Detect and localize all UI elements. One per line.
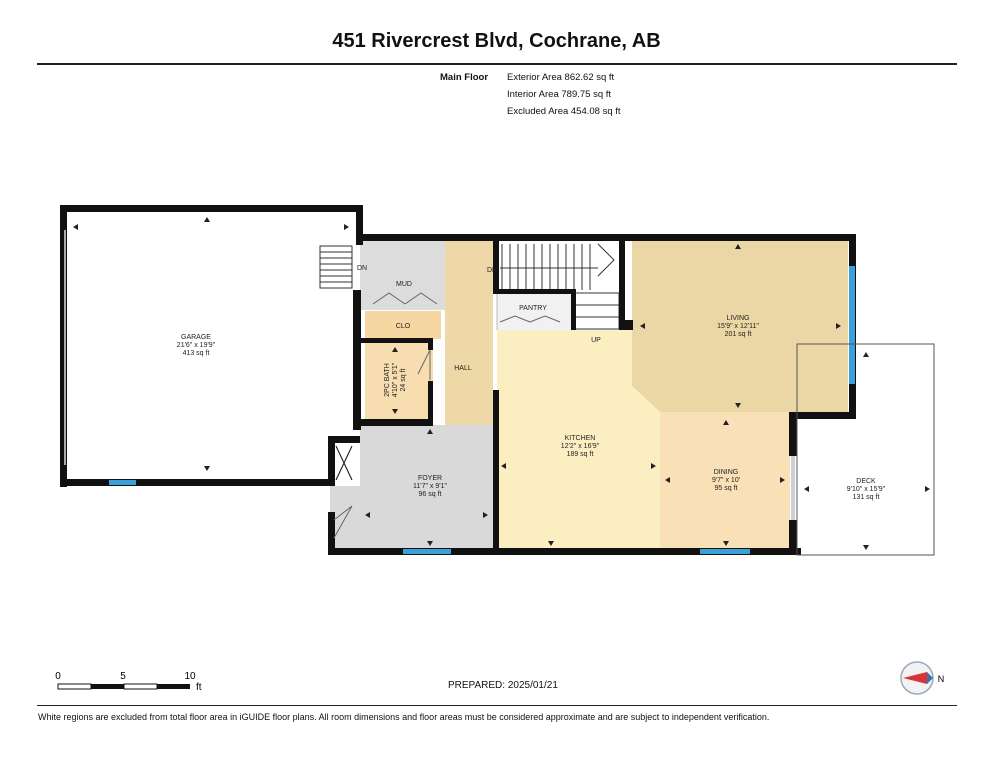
living-floor [632,240,848,412]
stairs-up-label: UP [591,337,601,344]
floor-label: Main Floor [440,72,489,83]
excluded-area: Excluded Area 454.08 sq ft [507,106,621,117]
title-divider [37,63,957,65]
bath-dims: 4'10" x 5'1" [392,362,399,397]
pantry-floor [497,294,571,330]
bath-name: 2PC BATH [384,363,391,397]
closet-floor [365,311,441,339]
bath-floor [365,342,433,419]
foyer-floor [360,425,493,549]
deck-name: DECK [856,478,876,485]
page-title: 451 Rivercrest Blvd, Cochrane, AB [332,30,661,52]
dining-floor [660,412,790,549]
deck-outline [796,343,935,556]
stairs-down-label-2: DN [487,267,497,274]
living-name: LIVING [727,315,750,322]
mud-room-floor [360,238,445,310]
exterior-area: Exterior Area 862.62 sq ft [507,72,615,83]
deck-door [791,456,795,520]
mud-label: MUD [396,281,412,288]
hall-label: HALL [454,365,472,372]
stairs-down-garage [319,245,353,289]
prepared-date: PREPARED: 2025/01/21 [448,680,558,691]
windows [109,266,855,554]
scale-tick-10: 10 [184,671,196,682]
living-dims: 15'9" x 12'11" [717,323,759,330]
kitchen-dims: 12'2" x 16'9" [561,443,600,450]
door-swings [333,292,561,539]
hall-floor [445,238,493,425]
garage-dims: 21'6" x 19'9" [177,342,216,349]
foyer-closet [335,445,353,481]
garage-area: 413 sq ft [183,350,210,357]
compass-north-label: N [938,674,945,684]
dining-dims: 9'7" x 10' [712,477,740,484]
deck-area: 131 sq ft [853,494,880,501]
scale-bar: 0 5 10 ft [55,671,202,693]
dining-name: DINING [714,469,739,476]
stairs-down-main [500,243,620,330]
compass-icon: N [900,661,945,695]
foyer-area: 96 sq ft [419,491,442,498]
scale-tick-5: 5 [120,671,126,682]
disclaimer: White regions are excluded from total fl… [38,712,770,722]
dimension-markers [73,217,930,550]
dining-area: 95 sq ft [715,485,738,492]
kitchen-area: 189 sq ft [567,451,594,458]
bath-area: 24 sq ft [400,368,407,391]
foyer-name: FOYER [418,475,442,482]
kitchen-floor [497,330,662,549]
stairs-down-label-1: DN [357,265,367,272]
living-area: 201 sq ft [725,331,752,338]
scale-unit: ft [196,682,202,693]
interior-area: Interior Area 789.75 sq ft [507,89,612,100]
footer-divider [37,705,957,706]
closet-label: CLO [396,323,411,330]
scale-tick-0: 0 [55,671,61,682]
deck-dims: 9'10" x 15'9" [847,486,886,493]
pantry-label: PANTRY [519,305,547,312]
garage-name: GARAGE [181,334,211,341]
foyer-dims: 11'7" x 9'1" [413,483,447,490]
kitchen-name: KITCHEN [565,435,596,442]
